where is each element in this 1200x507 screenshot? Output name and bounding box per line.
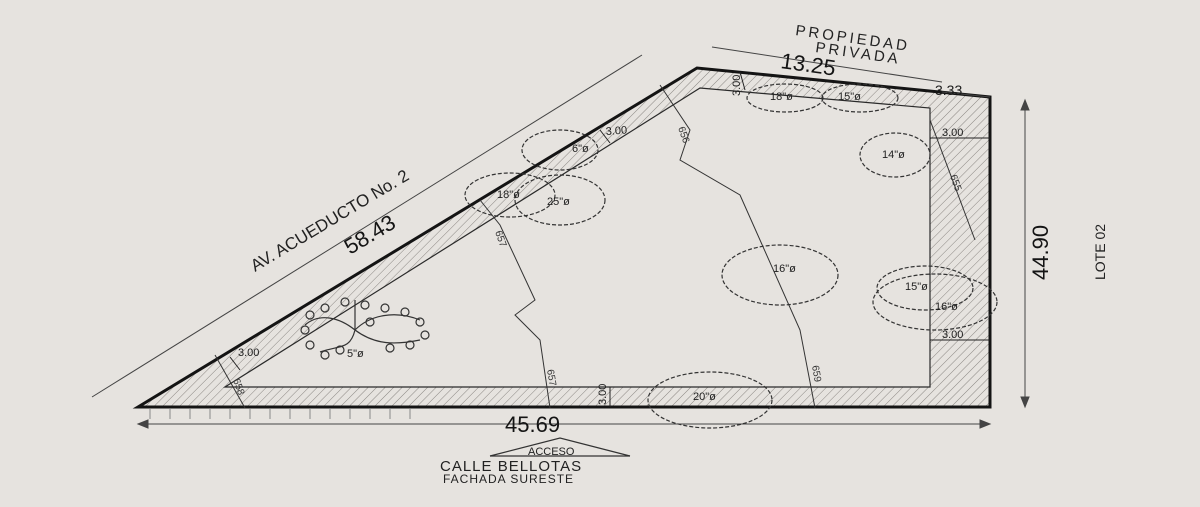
tree-label: 20"ø xyxy=(693,391,716,403)
setback-left-lower: 3.00 xyxy=(238,347,259,359)
frontage-ticks xyxy=(149,409,411,419)
tree-label: 16"ø xyxy=(773,263,796,275)
tree-label: 14"ø xyxy=(882,149,905,161)
setback-labels: 3.00 3.00 3.00 3.00 3.00 3.00 xyxy=(238,75,963,405)
tree-labels: 18"ø 15"ø 14"ø 6"ø 18"ø 25"ø 16"ø 15"ø 1… xyxy=(347,91,958,403)
calle-label: CALLE BELLOTAS xyxy=(440,458,582,475)
tree-label: 16"ø xyxy=(935,301,958,313)
setback-right-upper: 3.00 xyxy=(942,127,963,139)
contour-label: 657 xyxy=(492,229,508,249)
setback-diagonal: 3.00 xyxy=(605,125,627,138)
tree-label: 25"ø xyxy=(547,196,570,208)
setback-top: 3.00 xyxy=(731,75,743,96)
tree-label: 5"ø xyxy=(347,348,364,360)
tree-label: 15"ø xyxy=(905,281,928,293)
dimension-labels: 45.69 44.90 58.43 13.25 3.33 xyxy=(340,48,1053,437)
setback-ticks xyxy=(229,71,990,407)
dimension-right: 44.90 xyxy=(1028,225,1053,280)
tree-label: 15"ø xyxy=(838,91,861,103)
acceso-label: ACCESO xyxy=(528,446,575,458)
tree-5-icon xyxy=(300,297,430,360)
tree-label: 18"ø xyxy=(497,189,520,201)
contour-labels: 656 657 658 657 659 655 xyxy=(230,125,963,397)
access-marker: ACCESO CALLE BELLOTAS FACHADA SURESTE xyxy=(440,437,631,486)
contour-label: 659 xyxy=(809,365,823,384)
setback-right-lower: 3.00 xyxy=(942,329,963,341)
dimension-top-right: 3.33 xyxy=(935,82,962,98)
tree-canopy xyxy=(464,83,998,429)
tree-label: 18"ø xyxy=(770,91,793,103)
dimension-bottom: 45.69 xyxy=(505,412,560,437)
contour-label: 657 xyxy=(544,369,558,388)
dimension-lines xyxy=(91,46,1030,429)
lote-label: LOTE 02 xyxy=(1092,224,1108,280)
setback-strip xyxy=(138,68,990,407)
tree-label: 6"ø xyxy=(572,143,589,155)
fachada-label: FACHADA SURESTE xyxy=(443,472,574,486)
setback-line xyxy=(222,87,931,388)
contour-lines xyxy=(214,84,976,409)
setback-bottom: 3.00 xyxy=(597,384,609,405)
